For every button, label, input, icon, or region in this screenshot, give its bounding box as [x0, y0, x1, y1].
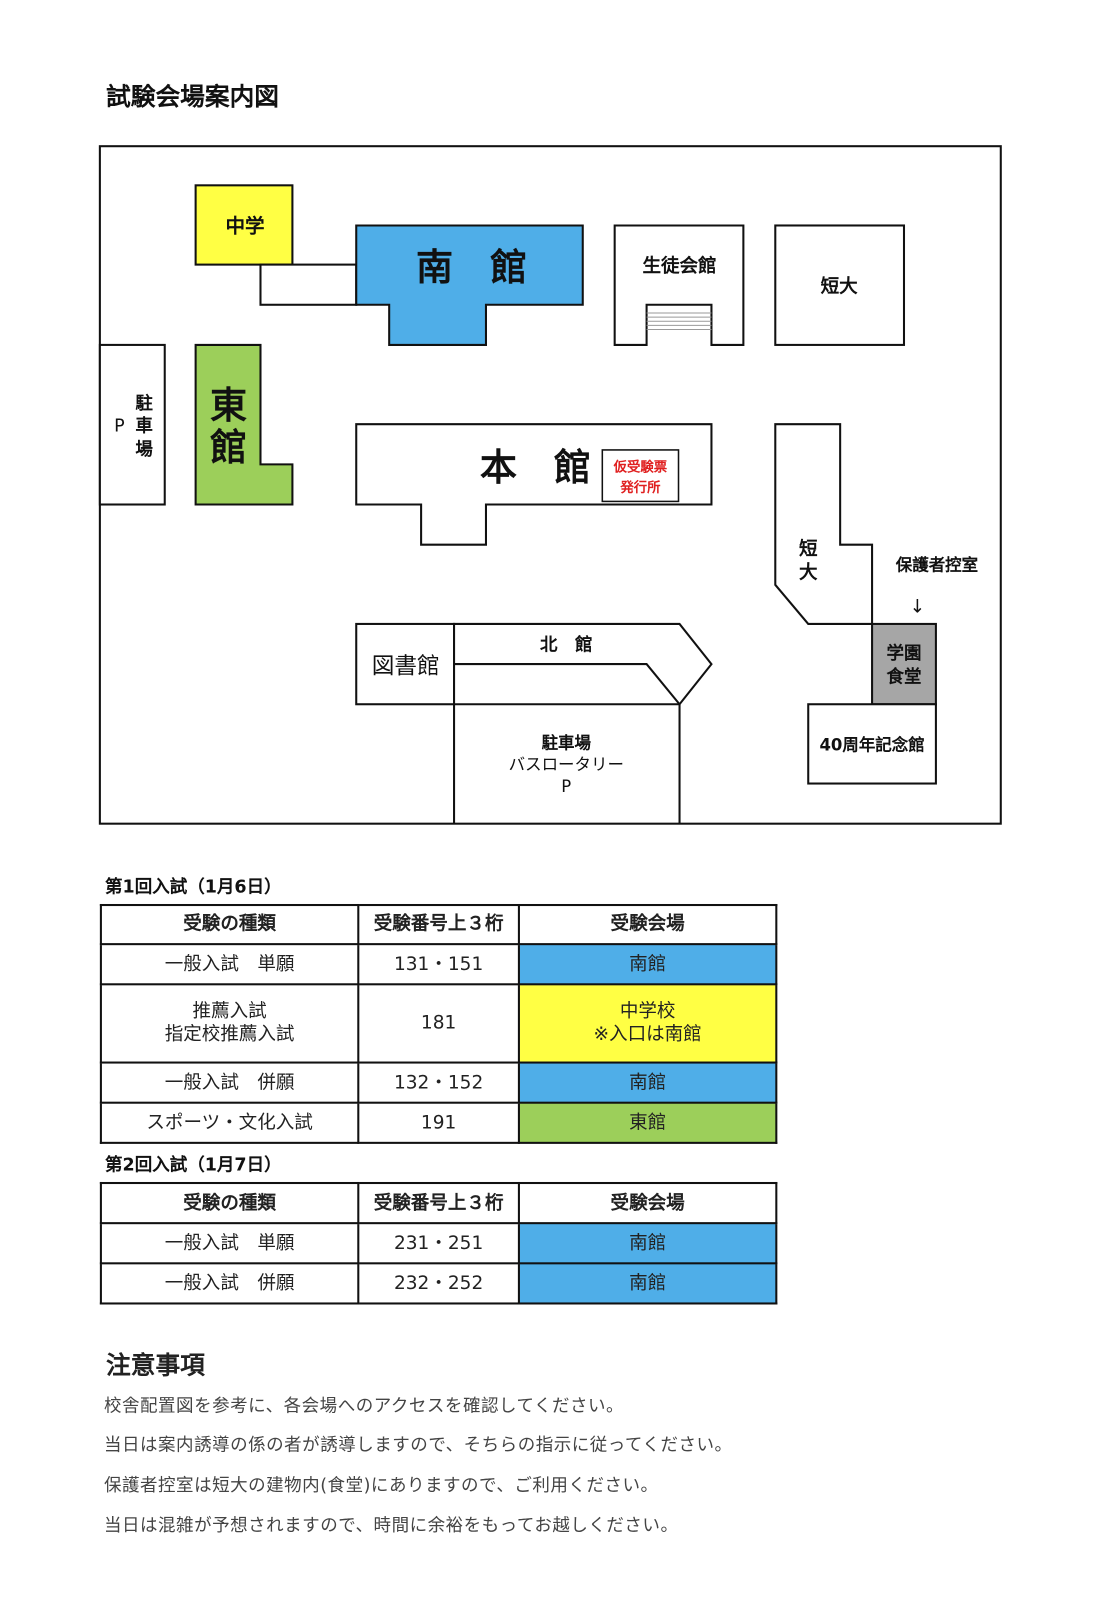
cell-venue: 南館 — [517, 943, 778, 986]
exam1-title: 第1回入試（1月6日） — [105, 877, 282, 898]
table-row: 一般入試 併願 132・152 南館 — [99, 1061, 778, 1104]
label-north-hall: 北 館 — [540, 635, 593, 656]
notes-title: 注意事項 — [106, 1350, 205, 1380]
header-number: 受験番号上３桁 — [357, 1181, 520, 1225]
cell-line: 中学校 — [619, 1000, 676, 1023]
header-type: 受験の種類 — [99, 1181, 360, 1225]
label-ticket-office: 仮受験票 — [613, 459, 668, 476]
ticket-office-box — [601, 449, 680, 503]
table-header-row: 受験の種類 受験番号上３桁 受験会場 — [99, 1181, 778, 1225]
header-venue: 受験会場 — [517, 1181, 778, 1225]
cell-venue: 南館 — [517, 1222, 778, 1265]
building-cafeteria — [871, 622, 937, 706]
label-junior-college-top: 短大 — [821, 275, 859, 297]
cell-type: 一般入試 併願 — [99, 1262, 360, 1305]
cell-type: スポーツ・文化入試 — [99, 1101, 360, 1144]
label-parking-char: 場 — [135, 440, 153, 460]
cell-type: 一般入試 単願 — [99, 1222, 360, 1265]
table-row: 一般入試 併願 232・252 南館 — [99, 1262, 778, 1305]
label-junior-college-right: 短 — [799, 538, 818, 560]
label-parking-char: 車 — [135, 415, 152, 436]
cell-number: 181 — [357, 983, 520, 1064]
cell-number: 131・151 — [357, 943, 520, 986]
cell-line: ※入口は南館 — [593, 1023, 702, 1046]
label-junior-high: 中学 — [225, 215, 264, 238]
building-memorial-hall — [807, 703, 937, 785]
cell-type: 推薦入試指定校推薦入試 — [99, 983, 360, 1064]
cell-number: 231・251 — [357, 1222, 520, 1265]
header-venue: 受験会場 — [517, 903, 778, 946]
table-row: 一般入試 単願 231・251 南館 — [99, 1222, 778, 1265]
building-east-hall — [194, 343, 294, 506]
table-row: スポーツ・文化入試 191 東館 — [99, 1101, 778, 1144]
label-cafeteria: 学園 — [886, 643, 921, 664]
cell-venue: 南館 — [517, 1262, 778, 1305]
label-student-hall: 生徒会館 — [643, 255, 717, 277]
campus-map: 中学 南 館 生徒会館 短大 P 駐 車 場 東 館 本 館 仮受験票 発行所 … — [98, 145, 1002, 825]
table-row: 推薦入試指定校推薦入試 181 中学校※入口は南館 — [99, 983, 778, 1064]
cell-venue: 南館 — [517, 1061, 778, 1104]
header-type: 受験の種類 — [99, 903, 360, 946]
cell-number: 191 — [357, 1101, 520, 1144]
building-junior-high — [194, 184, 294, 266]
label-east-hall: 館 — [210, 426, 247, 469]
building-junior-college-right — [774, 423, 874, 625]
cell-type: 一般入試 併願 — [99, 1061, 360, 1104]
header-number: 受験番号上３桁 — [357, 903, 520, 946]
building-south-hall — [355, 224, 584, 346]
cell-type: 一般入試 単願 — [99, 943, 360, 986]
building-library — [355, 622, 456, 706]
exam2-title: 第2回入試（1月7日） — [105, 1155, 282, 1176]
label-cafeteria: 食堂 — [886, 667, 921, 688]
label-bus-parking: バスロータリー — [509, 755, 624, 774]
building-junior-college-top — [774, 224, 906, 346]
parking-left — [98, 343, 166, 506]
table-header-row: 受験の種類 受験番号上３桁 受験会場 — [99, 903, 778, 946]
cell-venue: 東館 — [517, 1101, 778, 1144]
label-south-hall: 南 館 — [416, 246, 527, 289]
cell-number: 232・252 — [357, 1262, 520, 1305]
arrow-down-icon: ↓ — [910, 597, 926, 618]
exam2-table: 受験の種類 受験番号上３桁 受験会場 一般入試 単願 231・251 南館 一般… — [99, 1181, 778, 1305]
connector — [259, 263, 358, 306]
page-title: 試験会場案内図 — [106, 82, 280, 112]
building-student-hall — [613, 224, 745, 346]
exam1-table: 受験の種類 受験番号上３桁 受験会場 一般入試 単願 131・151 南館 推薦… — [99, 903, 778, 1144]
label-east-hall: 東 — [210, 384, 247, 427]
label-bus-parking: P — [561, 777, 571, 796]
label-main-hall: 本 館 — [480, 446, 591, 489]
label-parking-p: P — [114, 416, 125, 436]
label-junior-college-right: 大 — [799, 562, 818, 584]
cell-number: 132・152 — [357, 1061, 520, 1104]
label-parents-room: 保護者控室 — [895, 555, 978, 574]
note-line: 当日は混雑が予想されますので、時間に余裕をもってお越しください。 — [103, 1515, 679, 1537]
label-bus-parking: 駐車場 — [542, 734, 592, 753]
label-parking-char: 駐 — [135, 393, 153, 414]
note-line: 保護者控室は短大の建物内(食堂)にありますので、ご利用ください。 — [103, 1475, 659, 1497]
stairs-icon — [646, 312, 712, 330]
table-row: 一般入試 単願 131・151 南館 — [99, 943, 778, 986]
label-memorial-hall: 40周年記念館 — [819, 736, 924, 755]
cell-line: 推薦入試 — [192, 1000, 267, 1023]
note-line: 当日は案内誘導の係の者が誘導しますので、そちらの指示に従ってください。 — [103, 1435, 733, 1456]
label-ticket-office: 発行所 — [619, 479, 661, 496]
cell-line: 指定校推薦入試 — [164, 1023, 295, 1046]
label-library: 図書館 — [372, 653, 440, 679]
cell-venue: 中学校※入口は南館 — [517, 983, 778, 1064]
note-line: 校舎配置図を参考に、各会場へのアクセスを確認してください。 — [103, 1396, 625, 1417]
